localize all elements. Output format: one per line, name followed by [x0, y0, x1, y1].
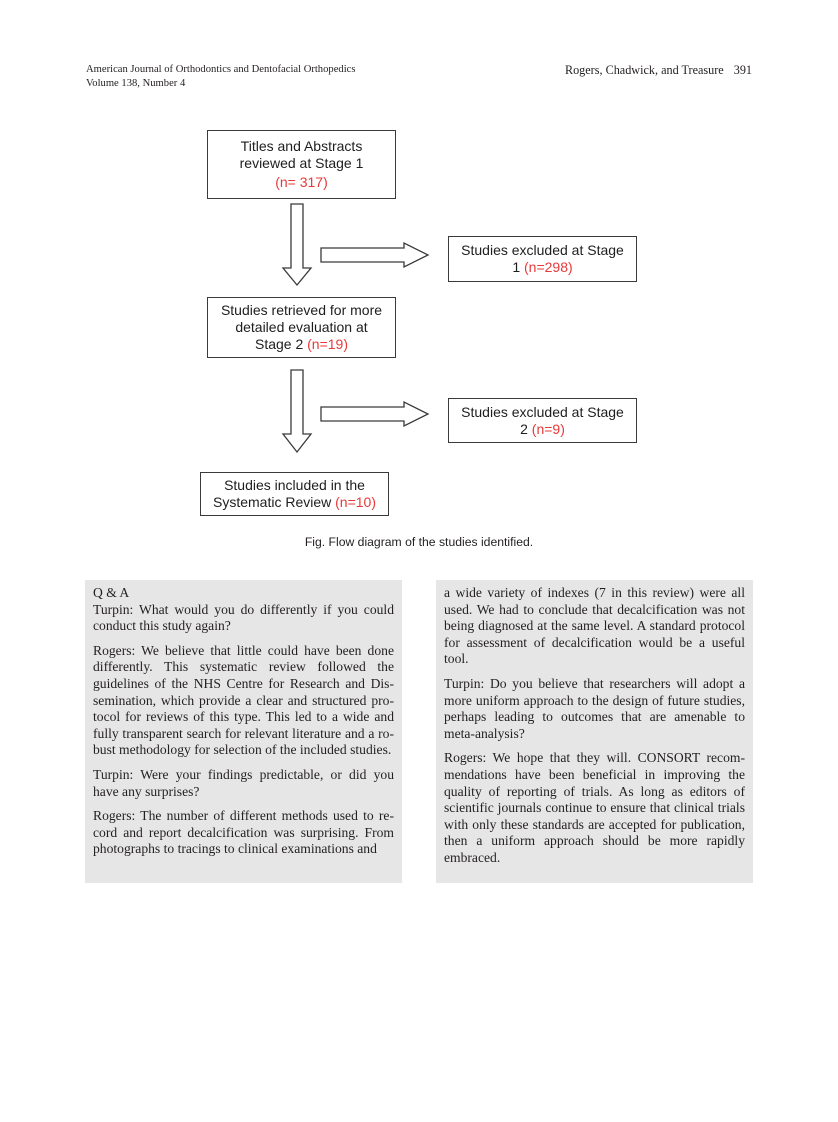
- qa-paragraph: Rogers: We hope that they will. CONSORT …: [444, 750, 745, 865]
- included-count: (n=10): [335, 494, 376, 510]
- flow-arrows: [281, 203, 430, 454]
- qa-paragraph: Turpin: Do you believe that researchers …: [444, 675, 745, 741]
- page-number: 391: [733, 63, 752, 77]
- stage2-line2: detailed evaluation at: [235, 319, 368, 335]
- stage2-box: Studies retrieved for more detailed eval…: [207, 297, 396, 358]
- stage2-line1: Studies retrieved for more: [220, 302, 383, 318]
- down-arrow-1: [281, 203, 313, 287]
- stage1-line2: reviewed at Stage 1: [239, 155, 364, 171]
- excluded2-count: (n=9): [531, 420, 565, 437]
- running-head-right: Rogers, Chadwick, and Treasure 391: [565, 63, 752, 77]
- included-line1: Studies included in the: [224, 477, 365, 493]
- included-box: Studies included in the Systematic Revie…: [200, 472, 389, 516]
- excluded-stage2-box: Studies excluded at Stage 2 (n=9): [448, 398, 637, 443]
- excluded1-line2: 1: [512, 259, 521, 275]
- stage1-box: Titles and Abstracts reviewed at Stage 1…: [207, 130, 396, 199]
- running-head-left: American Journal of Orthodontics and Den…: [86, 63, 355, 91]
- figure-caption: Fig. Flow diagram of the studies identif…: [304, 535, 534, 549]
- down-arrow-2: [281, 369, 313, 454]
- excluded1-line1: Studies excluded at Stage: [461, 242, 624, 258]
- stage2-count: (n=19): [307, 336, 348, 352]
- excluded-stage1-box: Studies excluded at Stage 1 (n=298): [448, 236, 637, 282]
- stage1-count: (n= 317): [275, 174, 328, 190]
- qa-heading: Q & A: [93, 585, 130, 600]
- excluded2-line1: Studies excluded at Stage: [461, 403, 624, 420]
- excluded2-line2: 2: [520, 420, 528, 437]
- qa-right-column: a wide variety of indexes (7 in this rev…: [436, 580, 753, 883]
- qa-left-column: Q & A Turpin: What would you do differen…: [85, 580, 402, 883]
- qa-paragraph: Turpin: What would you do differently if…: [93, 601, 394, 634]
- stage2-line3: Stage 2: [254, 336, 304, 352]
- included-line2: Systematic Review: [212, 494, 332, 510]
- journal-title: American Journal of Orthodontics and Den…: [86, 64, 356, 75]
- qa-paragraph: Turpin: Were your findings predictable, …: [93, 766, 394, 799]
- stage1-line1: Titles and Abstracts: [240, 138, 363, 154]
- right-arrow-2: [320, 400, 430, 428]
- excluded1-count: (n=298): [524, 259, 573, 275]
- right-arrow-1: [320, 241, 430, 269]
- journal-volume: Volume 138, Number 4: [86, 78, 186, 89]
- qa-paragraph: Rogers: The number of different methods …: [93, 808, 394, 857]
- qa-paragraph: Rogers: We believe that little could hav…: [93, 642, 394, 758]
- author-names: Rogers, Chadwick, and Treasure: [564, 63, 724, 77]
- flow-diagram: Titles and Abstracts reviewed at Stage 1…: [200, 124, 640, 524]
- qa-paragraph: a wide variety of indexes (7 in this rev…: [444, 585, 745, 667]
